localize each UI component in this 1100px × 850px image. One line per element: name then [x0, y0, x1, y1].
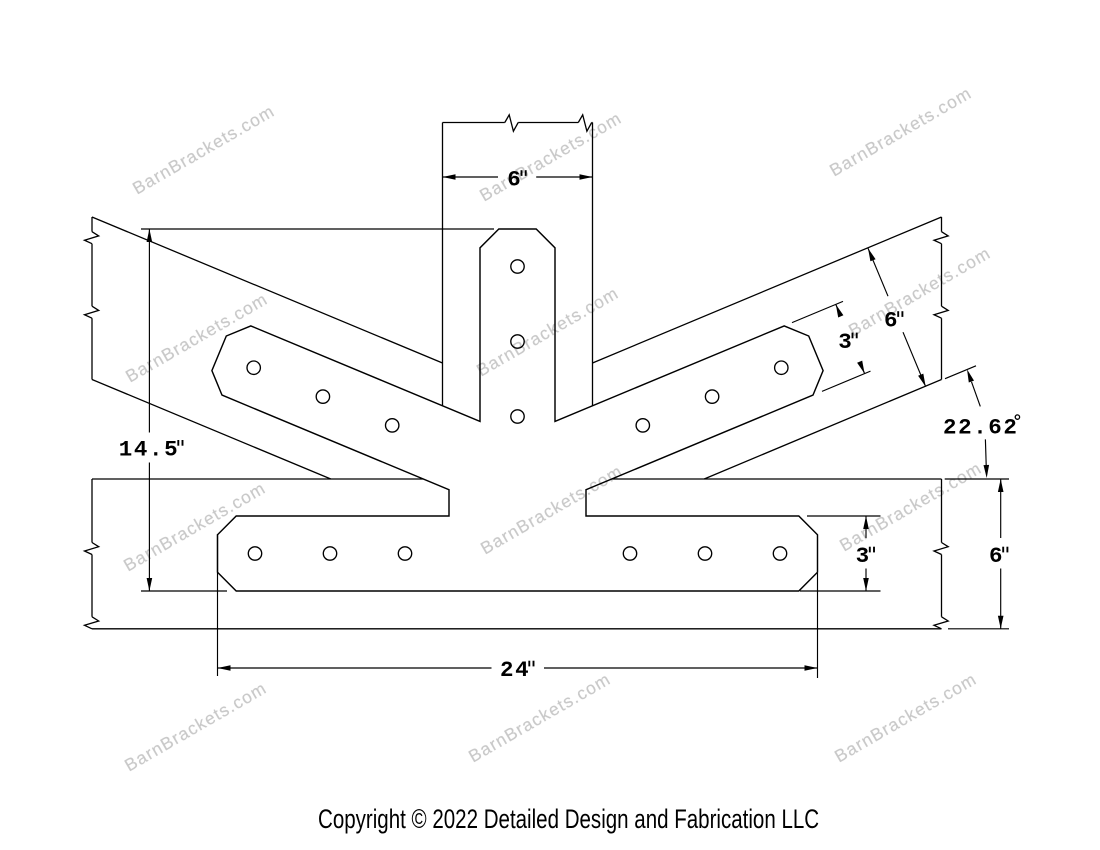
svg-text:3: 3	[856, 543, 871, 569]
svg-text:3: 3	[838, 329, 853, 355]
svg-text:14.5: 14.5	[119, 436, 179, 462]
svg-text:24: 24	[500, 657, 530, 683]
svg-text:6: 6	[989, 543, 1004, 569]
svg-text:6: 6	[507, 167, 522, 193]
svg-text:6: 6	[884, 308, 899, 334]
svg-text:22.62: 22.62	[943, 414, 1019, 440]
